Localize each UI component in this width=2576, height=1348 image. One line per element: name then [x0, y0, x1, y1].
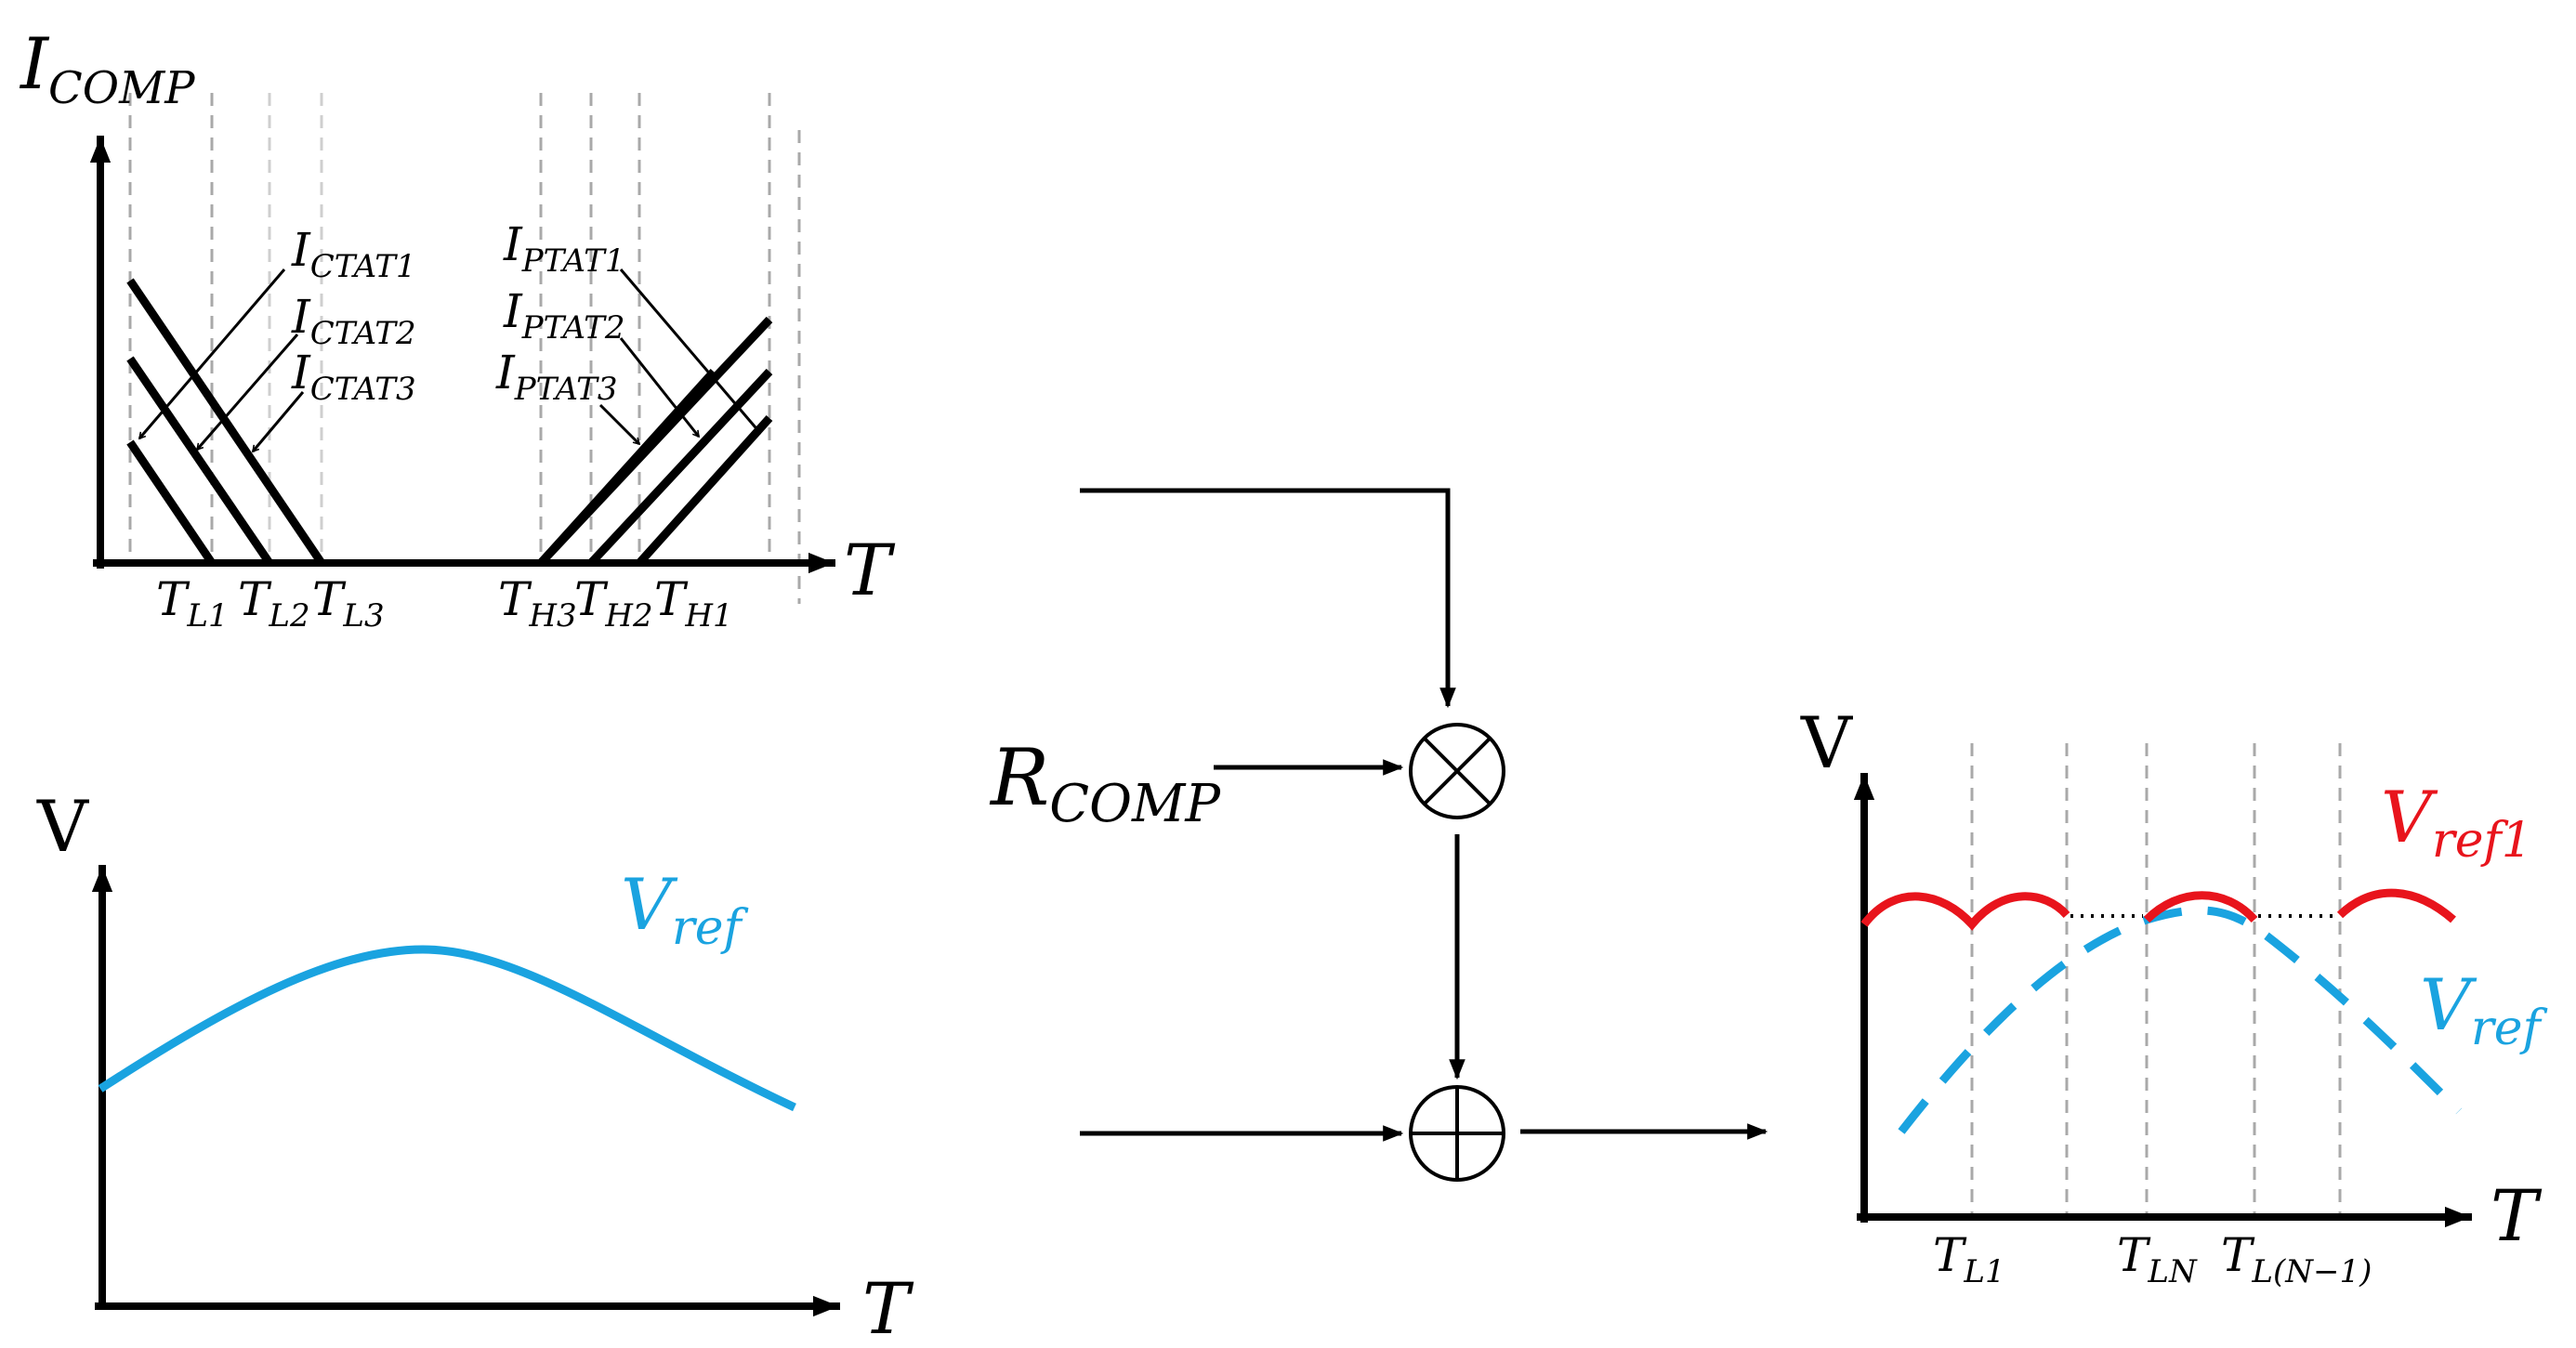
x-axis-label: T [2491, 1174, 2543, 1257]
vref1-segment [2143, 891, 2258, 923]
ptat-line-1 [636, 414, 773, 567]
panel-top-left: ICOMP T ICTAT1 ICTAT2 ICTAT3 IPTAT1 IPTA… [19, 22, 896, 635]
tick-label-tl1: TL1 [156, 572, 229, 635]
ctat-label-2: ICTAT2 [291, 290, 416, 352]
rcomp-label: RCOMP [989, 732, 1221, 834]
ptat-line-1b [537, 316, 773, 567]
tick-label-th3: TH3 [498, 572, 577, 635]
ctat-label-1: ICTAT1 [291, 223, 416, 285]
vref-curve [98, 945, 796, 1112]
y-axis-label: ICOMP [19, 22, 195, 114]
leader-arrow [619, 337, 701, 438]
wire-top [1080, 488, 1456, 709]
center-block: RCOMP [989, 488, 1768, 1182]
leader-arrow [619, 268, 762, 435]
ctat-label-3: ICTAT3 [291, 346, 416, 408]
vref-label: Vref [621, 863, 749, 956]
vref1-segment [2336, 888, 2456, 923]
tick-label-tl2: TL2 [238, 572, 310, 635]
panel-right: V T Vref1 Vref TL1 TLN TL(N−1) [1800, 701, 2548, 1290]
leader-arrow [138, 268, 286, 440]
tick-label-th2: TH2 [574, 572, 653, 635]
ptat-label-3: IPTAT3 [495, 346, 617, 408]
tick-label-tln: TLN [2117, 1228, 2198, 1290]
y-axis-label: V [36, 785, 89, 868]
leader-arrow [251, 391, 305, 453]
vref-dashed-curve [1898, 906, 2463, 1134]
x-axis-label: T [844, 529, 896, 611]
vref-label: Vref [2420, 963, 2548, 1056]
ptat-line-2 [587, 368, 773, 567]
vref1-segment [1860, 892, 2070, 931]
y-axis-label: V [1800, 701, 1853, 784]
leader-arrow [598, 403, 641, 446]
tick-label-tln1: TL(N−1) [2221, 1228, 2372, 1290]
ctat-line-3 [126, 439, 216, 566]
x-axis-label: T [862, 1267, 914, 1348]
multiply-circle-icon [1409, 723, 1505, 819]
panel-bottom-left: V T Vref [36, 785, 914, 1348]
tick-label-th1: TH1 [654, 572, 733, 635]
vref1-label: Vref1 [2381, 776, 2532, 869]
ptat-label-1: IPTAT1 [503, 217, 624, 280]
leader-arrow [195, 334, 299, 452]
ptat-label-2: IPTAT2 [503, 284, 624, 347]
tick-label-tl3: TL3 [312, 572, 385, 635]
ctat-line-1 [126, 278, 325, 566]
tick-label-tl1: TL1 [1933, 1228, 2005, 1290]
add-circle-icon [1409, 1085, 1505, 1182]
ctat-line-2 [126, 356, 273, 566]
